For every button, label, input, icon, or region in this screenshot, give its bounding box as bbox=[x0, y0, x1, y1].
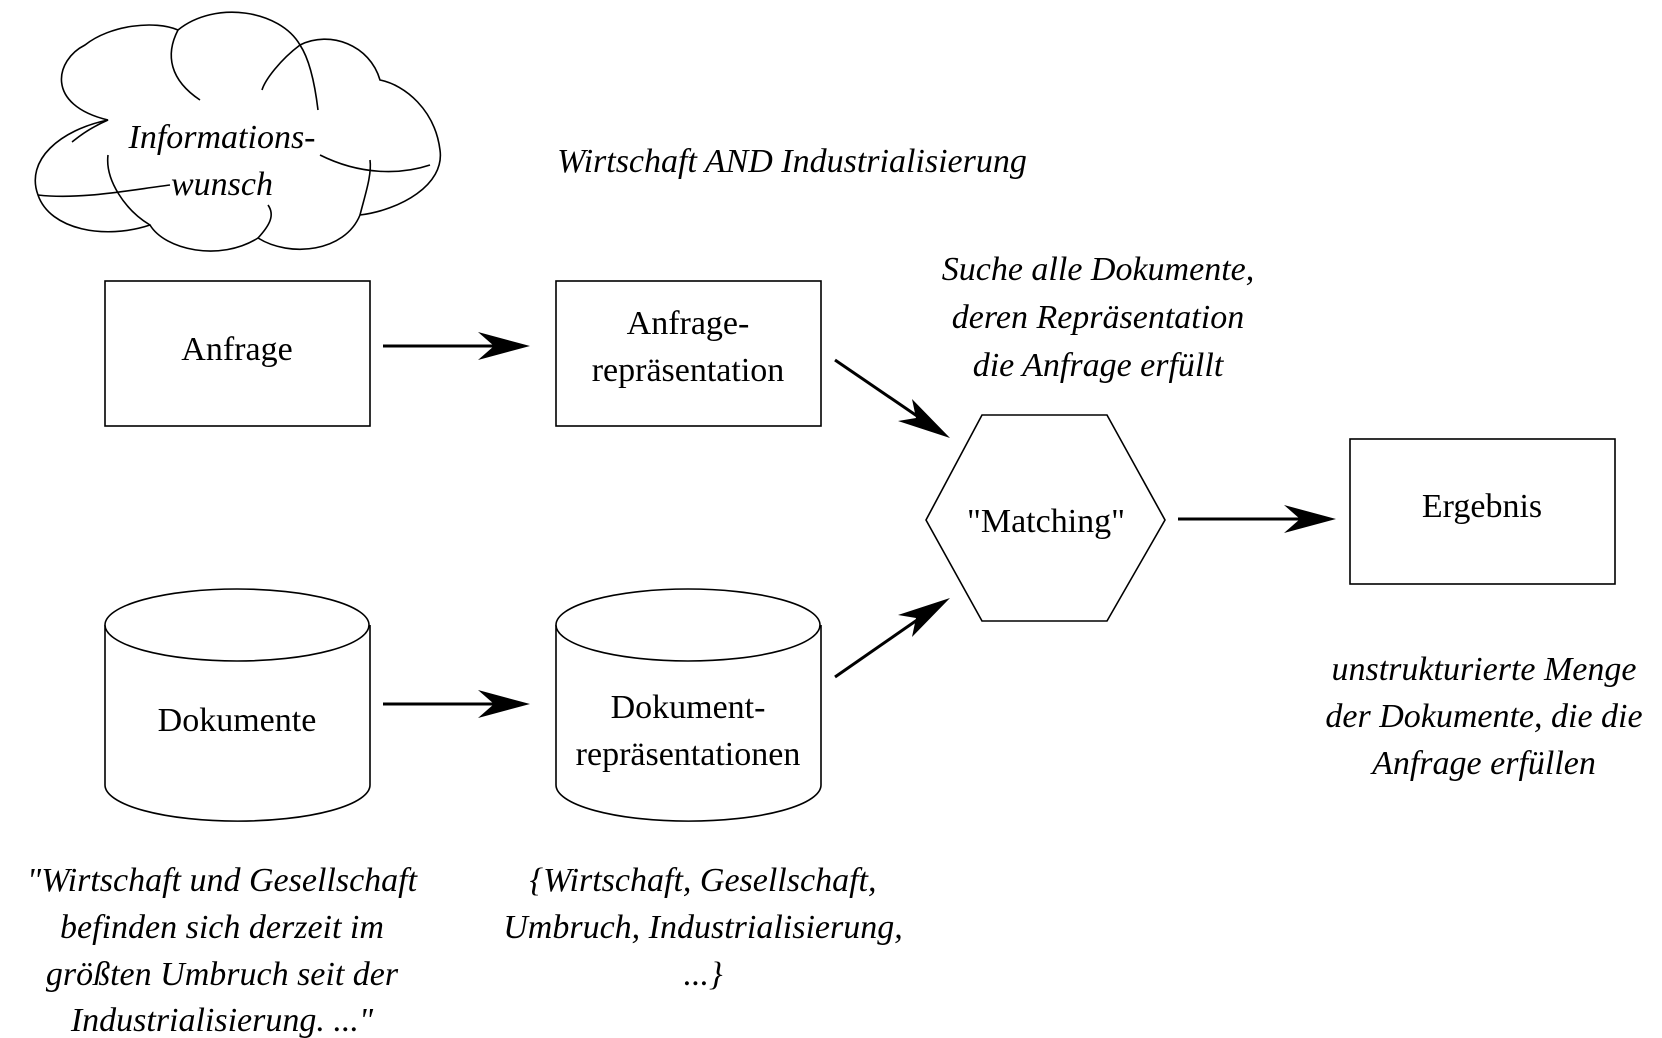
result-note-line3: Anfrage erfüllen bbox=[1370, 745, 1596, 782]
document-representations-top bbox=[555, 588, 821, 662]
documents-database: Dokumente bbox=[104, 588, 371, 822]
result-box-label: Ergebnis bbox=[1422, 488, 1542, 525]
document-example-line1: "Wirtschaft und Gesellschaft bbox=[27, 862, 419, 899]
result-box-frame bbox=[1349, 438, 1616, 585]
matching-note-line3: die Anfrage erfüllt bbox=[973, 347, 1225, 384]
arrow-query-to-representation bbox=[383, 332, 530, 360]
arrow-documents-to-representations bbox=[383, 690, 530, 718]
document-representations-body bbox=[555, 625, 822, 822]
arrow-query-representation-to-matching bbox=[834, 358, 950, 438]
representation-example-note: {Wirtschaft, Gesellschaft, Umbruch, Indu… bbox=[503, 862, 903, 993]
document-example-line3: größten Umbruch seit der bbox=[46, 956, 399, 993]
cloud-stroke-e bbox=[106, 154, 151, 226]
cloud-stroke-c bbox=[299, 44, 319, 111]
query-representation-line1: Anfrage- bbox=[627, 305, 750, 342]
representation-example-line1: {Wirtschaft, Gesellschaft, bbox=[530, 862, 877, 899]
matching-hexagon: "Matching" bbox=[925, 414, 1166, 622]
cloud-label-line2: wunsch bbox=[171, 166, 273, 203]
matching-note-line1: Suche alle Dokumente, bbox=[942, 251, 1255, 288]
result-note-line1: unstrukturierte Menge bbox=[1332, 651, 1637, 688]
result-note: unstrukturierte Menge der Dokumente, die… bbox=[1325, 651, 1642, 782]
documents-database-label: Dokumente bbox=[158, 702, 317, 739]
cloud-stroke-g bbox=[359, 159, 372, 216]
query-example-note: Wirtschaft AND Industrialisierung bbox=[557, 143, 1027, 180]
cloud-stroke-a bbox=[170, 29, 201, 101]
cloud-label-line1: Informations- bbox=[128, 119, 316, 156]
document-representations-line2: repräsentationen bbox=[576, 736, 801, 773]
query-box: Anfrage bbox=[104, 280, 371, 427]
information-need-cloud: Informations- wunsch bbox=[34, 11, 442, 252]
query-representation-line2: repräsentation bbox=[592, 352, 785, 389]
representation-example-line2: Umbruch, Industrialisierung, bbox=[503, 909, 903, 946]
document-example-line2: befinden sich derzeit im bbox=[60, 909, 384, 946]
result-box: Ergebnis bbox=[1349, 438, 1616, 585]
document-example-line4: Industrialisierung. ..." bbox=[70, 1002, 374, 1038]
representation-example-line3: ...} bbox=[683, 956, 723, 993]
cloud-stroke-i bbox=[37, 184, 171, 198]
matching-label: "Matching" bbox=[967, 503, 1125, 540]
document-representations-database: Dokument- repräsentationen bbox=[555, 588, 822, 822]
matching-note: Suche alle Dokumente, deren Repräsentati… bbox=[942, 251, 1255, 384]
matching-note-line2: deren Repräsentation bbox=[952, 299, 1244, 336]
query-box-label: Anfrage bbox=[181, 331, 292, 368]
result-note-line2: der Dokumente, die die bbox=[1325, 698, 1642, 735]
query-representation-box: Anfrage- repräsentation bbox=[555, 280, 822, 427]
cloud-stroke-h bbox=[319, 154, 431, 173]
arrow-matching-to-result bbox=[1178, 505, 1336, 533]
document-representations-line1: Dokument- bbox=[611, 689, 766, 726]
cloud-stroke-b bbox=[261, 44, 301, 91]
arrow-document-representations-to-matching bbox=[834, 598, 950, 679]
document-example-note: "Wirtschaft und Gesellschaft befinden si… bbox=[27, 862, 419, 1038]
cloud-outline bbox=[34, 11, 442, 252]
query-box-frame bbox=[104, 280, 371, 427]
documents-database-body bbox=[104, 625, 371, 822]
matching-hexagon-frame bbox=[925, 414, 1166, 622]
query-representation-frame bbox=[555, 280, 822, 427]
cloud-stroke-d bbox=[71, 119, 109, 143]
documents-database-top bbox=[104, 588, 370, 662]
cloud-stroke-f bbox=[257, 204, 272, 239]
